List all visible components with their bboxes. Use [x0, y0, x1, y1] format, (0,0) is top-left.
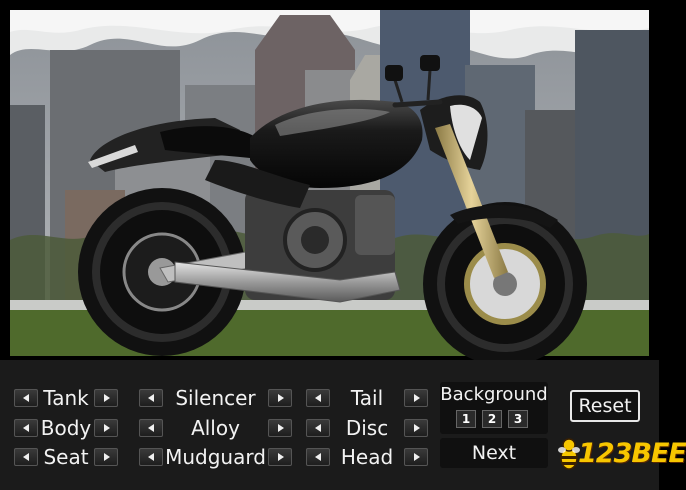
head-prev-button[interactable] — [306, 448, 330, 466]
mudguard-prev-button[interactable] — [139, 448, 163, 466]
tank-next-button[interactable] — [94, 389, 118, 407]
tank-prev-button[interactable] — [14, 389, 38, 407]
pavement — [10, 300, 649, 310]
alloy-prev-button[interactable] — [139, 419, 163, 437]
mirror — [420, 55, 440, 71]
bee-mascot-icon — [558, 438, 580, 470]
tail-label: Tail — [350, 386, 384, 410]
headlight-trim — [450, 104, 482, 160]
tail-trim — [88, 145, 138, 168]
background-option-1[interactable]: 1 — [456, 410, 476, 428]
disc-label: Disc — [345, 416, 389, 440]
front-wheel — [423, 202, 587, 366]
head-label: Head — [340, 445, 394, 469]
garage-scene — [10, 10, 649, 366]
tail-control: Tail — [306, 386, 428, 410]
next-button[interactable]: Next — [440, 438, 548, 468]
background-option-2[interactable]: 2 — [482, 410, 502, 428]
mirror-stem — [393, 79, 404, 103]
exhaust-pipe — [174, 261, 401, 303]
body-label: Body — [40, 416, 92, 440]
body-control: Body — [14, 416, 118, 440]
front-mudguard — [450, 204, 558, 228]
seat-prev-button[interactable] — [14, 448, 38, 466]
mudguard-next-button[interactable] — [268, 448, 292, 466]
mudguard-label: Mudguard — [165, 445, 266, 469]
seat — [160, 126, 260, 158]
logo-text: 123BEE — [578, 438, 686, 469]
engine — [245, 190, 395, 300]
game-frame: Tank Body Seat Silencer Alloy Mudguard T… — [0, 10, 686, 490]
background-selector: Background 1 2 3 — [440, 382, 548, 434]
background-option-3[interactable]: 3 — [508, 410, 528, 428]
disc-prev-button[interactable] — [306, 419, 330, 437]
seat-label: Seat — [43, 445, 89, 469]
mudguard-control: Mudguard — [139, 445, 292, 469]
tank-highlight — [275, 108, 390, 136]
mirror-stem — [426, 69, 432, 101]
scene-art — [10, 10, 649, 366]
mirror — [385, 65, 403, 81]
reset-button[interactable]: Reset — [570, 390, 640, 422]
site-logo[interactable]: 123BEE — [558, 436, 686, 476]
silencer-control: Silencer — [139, 386, 292, 410]
head-next-button[interactable] — [404, 448, 428, 466]
tail-prev-button[interactable] — [306, 389, 330, 407]
body-prev-button[interactable] — [14, 419, 38, 437]
handlebar — [392, 99, 443, 108]
seat-next-button[interactable] — [94, 448, 118, 466]
silencer-label: Silencer — [175, 386, 256, 410]
body-next-button[interactable] — [94, 419, 118, 437]
tail-next-button[interactable] — [404, 389, 428, 407]
background-title: Background — [440, 384, 548, 405]
disc-next-button[interactable] — [404, 419, 428, 437]
disc-control: Disc — [306, 416, 428, 440]
tank-label: Tank — [43, 386, 89, 410]
silencer-next-button[interactable] — [268, 389, 292, 407]
front-fork — [435, 124, 508, 278]
alloy-next-button[interactable] — [268, 419, 292, 437]
head-control: Head — [306, 445, 428, 469]
body-panel — [205, 160, 310, 208]
silencer-prev-button[interactable] — [139, 389, 163, 407]
alloy-label: Alloy — [191, 416, 240, 440]
alloy-control: Alloy — [139, 416, 292, 440]
seat-control: Seat — [14, 445, 118, 469]
tank-control: Tank — [14, 386, 118, 410]
